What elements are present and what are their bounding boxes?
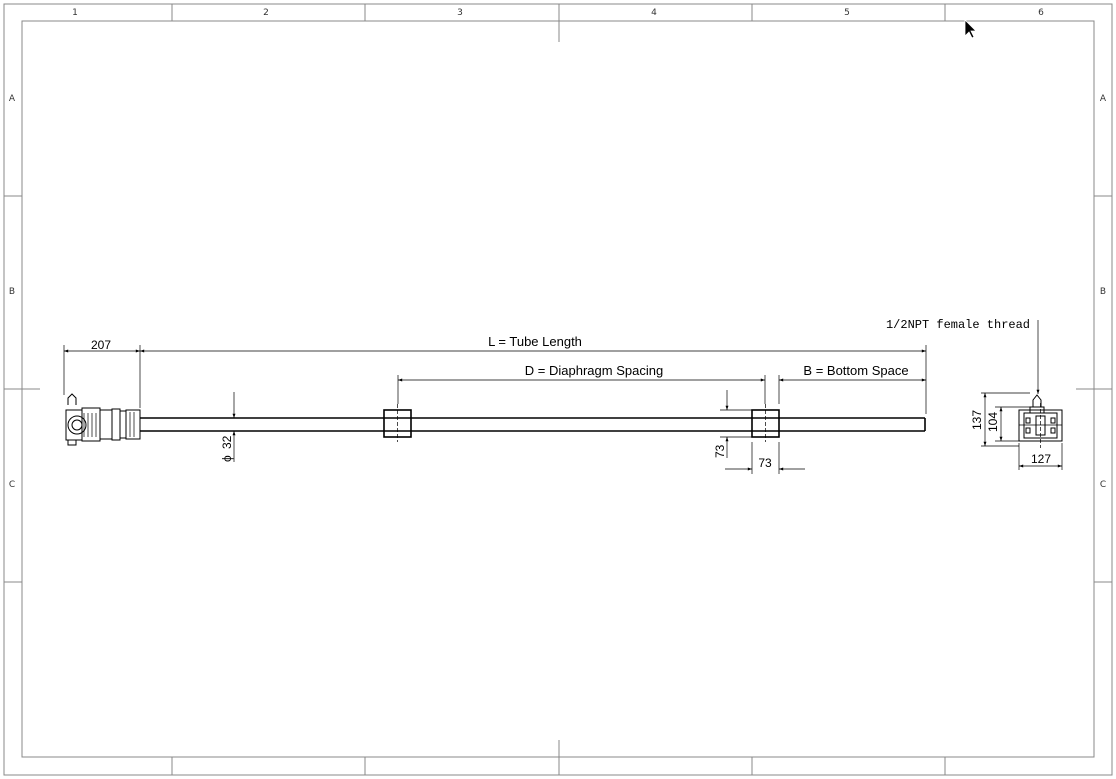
dim-bottom-space-label: B = Bottom Space [803, 363, 908, 378]
dim-side-width-label: 127 [1031, 452, 1051, 466]
dim-side-height [981, 392, 1030, 447]
row-label-a-left: A [9, 94, 16, 104]
dim-diaphragm-height [720, 390, 752, 458]
diameter-symbol: ϕ [220, 455, 234, 462]
thread-callout-label: 1/2NPT female thread [886, 318, 1030, 332]
tube [140, 417, 926, 432]
col-label-1: 1 [72, 8, 78, 18]
transmitter-head [65, 393, 141, 446]
dim-side-width [1018, 443, 1063, 470]
dim-side-inner-height-label: 104 [986, 412, 1000, 432]
dim-bottom-space [778, 375, 927, 404]
dim-diaphragm-width [725, 442, 805, 474]
dim-tube-length-label: L = Tube Length [488, 334, 582, 349]
inner-border [21, 20, 1095, 758]
mouse-cursor-icon [964, 19, 977, 39]
diaphragm-2 [751, 404, 780, 442]
dim-diaphragm-width-label: 73 [758, 456, 772, 470]
zone-ticks [4, 4, 1112, 775]
dim-head-length [63, 345, 141, 408]
dim-diaphragm-height-label: 73 [713, 444, 727, 458]
row-label-a-right: A [1100, 94, 1107, 104]
row-label-c-left: C [9, 480, 15, 490]
row-label-b-left: B [9, 287, 15, 297]
dim-tube-diameter-label: 32 [220, 435, 234, 449]
dim-diaphragm-spacing [397, 375, 766, 404]
col-label-3: 3 [457, 8, 463, 18]
dim-side-height-label: 137 [970, 410, 984, 430]
row-label-c-right: C [1100, 480, 1106, 490]
col-label-2: 2 [263, 8, 269, 18]
col-label-5: 5 [844, 8, 850, 18]
col-label-6: 6 [1038, 8, 1044, 18]
dim-tube-length [140, 345, 927, 414]
row-label-b-right: B [1100, 287, 1106, 297]
dim-side-inner-height [995, 406, 1030, 442]
dim-head-length-label: 207 [91, 338, 111, 352]
col-label-4: 4 [651, 8, 657, 18]
diaphragm-1 [383, 404, 412, 442]
outer-border [3, 3, 1113, 776]
side-view [1018, 394, 1063, 448]
dim-diaphragm-spacing-label: D = Diaphragm Spacing [525, 363, 663, 378]
